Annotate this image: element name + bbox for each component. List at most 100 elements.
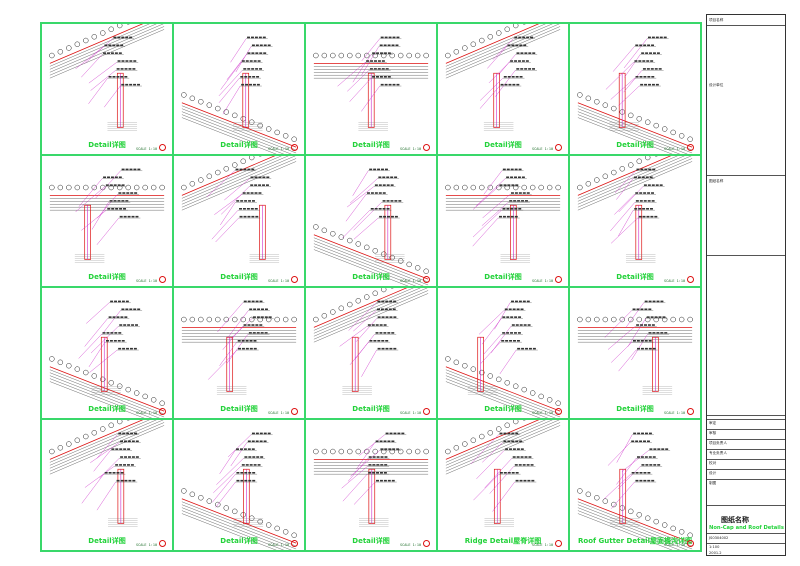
detail-marker [687,276,694,283]
detail-caption: Detail详图 [484,273,522,281]
drawing-name-en: Non-Cap and Roof Details [709,525,784,531]
detail-drawing [445,420,561,527]
detail-scale: SCALE 1:10 [268,279,290,283]
detail-scale: SCALE 1:10 [136,543,158,547]
date-value: 2001.2 [709,551,722,555]
signature-row-label: 校对 [709,461,717,465]
detail-panel: Detail详图 SCALE 1:10 [41,287,173,419]
signature-row-label: 审定 [709,421,717,425]
detail-drawing [49,420,165,527]
detail-drawing [313,432,429,527]
detail-drawing [313,168,429,286]
detail-drawing [181,300,297,395]
detail-caption: Detail详图 [352,405,390,413]
detail-marker [423,144,430,151]
detail-marker [423,540,430,547]
detail-drawing [49,300,165,418]
detail-panel: Detail详图 SCALE 1:10 [41,419,173,551]
drawing-number: JS0304002 [709,536,729,540]
detail-caption: Roof Gutter Detail屋面檐沟详图 [578,537,692,545]
detail-panel: Detail详图 SCALE 1:10 [437,23,569,155]
drawing-name-cn: 图纸名称 [721,516,749,524]
detail-scale: SCALE 1:10 [532,543,554,547]
detail-scale: SCALE 1:10 [268,411,290,415]
detail-marker [687,540,694,547]
detail-marker [291,276,298,283]
detail-caption: Detail详图 [616,405,654,413]
detail-panel: Detail详图 SCALE 1:10 [569,155,701,287]
signature-row-label: 制图 [709,481,717,485]
detail-marker [555,276,562,283]
detail-marker [687,408,694,415]
detail-drawing [49,168,165,263]
detail-panel: Detail详图 SCALE 1:10 [173,287,305,419]
detail-marker [423,408,430,415]
detail-panel: Detail详图 SCALE 1:10 [569,23,701,155]
detail-caption: Detail详图 [484,141,522,149]
detail-marker [555,540,562,547]
signature-row-label: 项目负责人 [709,441,727,445]
detail-scale: SCALE 1:10 [136,147,158,151]
detail-scale: SCALE 1:10 [268,543,290,547]
detail-scale: SCALE 1:10 [136,411,158,415]
detail-drawing [313,36,429,131]
detail-marker [555,144,562,151]
detail-panel: Detail详图 SCALE 1:10 [569,287,701,419]
detail-caption: Detail详图 [220,405,258,413]
detail-panel: Detail详图 SCALE 1:10 [305,419,437,551]
signature-row-label: 设计 [709,471,717,475]
detail-caption: Ridge Detail屋脊详图 [464,537,542,545]
detail-drawing [313,288,429,395]
detail-caption: Detail详图 [88,537,126,545]
detail-marker [159,540,166,547]
detail-scale: SCALE 1:10 [400,279,422,283]
detail-panel: Detail详图 SCALE 1:10 [305,155,437,287]
detail-drawing [577,36,693,154]
detail-drawing [49,24,165,131]
detail-scale: SCALE 1:10 [664,279,686,283]
detail-scale: SCALE 1:10 [532,147,554,151]
detail-caption: Detail详图 [352,537,390,545]
detail-caption: Detail详图 [616,141,654,149]
detail-caption: Detail详图 [220,537,258,545]
detail-scale: SCALE 1:10 [400,543,422,547]
detail-scale: SCALE 1:10 [664,543,686,547]
detail-caption: Detail详图 [352,273,390,281]
detail-drawing [577,156,693,263]
detail-panel: Detail详图 SCALE 1:10 [173,23,305,155]
detail-drawing [577,300,693,395]
detail-panel: Detail详图 SCALE 1:10 [305,23,437,155]
detail-scale: SCALE 1:10 [268,147,290,151]
detail-panel: Detail详图 SCALE 1:10 [305,287,437,419]
detail-caption: Detail详图 [88,405,126,413]
detail-caption: Detail详图 [88,141,126,149]
project-label: 项目名称 [709,18,724,22]
detail-caption: Detail详图 [616,273,654,281]
detail-marker [159,276,166,283]
detail-marker [555,408,562,415]
detail-scale: SCALE 1:10 [532,411,554,415]
detail-scale: SCALE 1:10 [532,279,554,283]
detail-scale: SCALE 1:10 [400,147,422,151]
detail-caption: Detail详图 [484,405,522,413]
scale-value: 1:100 [709,545,720,549]
detail-marker [291,144,298,151]
detail-marker [159,144,166,151]
detail-scale: SCALE 1:10 [664,411,686,415]
detail-marker [423,276,430,283]
detail-caption: Detail详图 [352,141,390,149]
detail-panel: Detail详图 SCALE 1:10 [437,155,569,287]
detail-drawing [445,168,561,263]
detail-scale: SCALE 1:10 [136,279,158,283]
detail-scale: SCALE 1:10 [664,147,686,151]
detail-drawing [181,36,297,154]
detail-drawing [181,432,297,550]
detail-panel: Detail详图 SCALE 1:10 [437,287,569,419]
detail-scale: SCALE 1:10 [400,411,422,415]
detail-caption: Detail详图 [220,141,258,149]
